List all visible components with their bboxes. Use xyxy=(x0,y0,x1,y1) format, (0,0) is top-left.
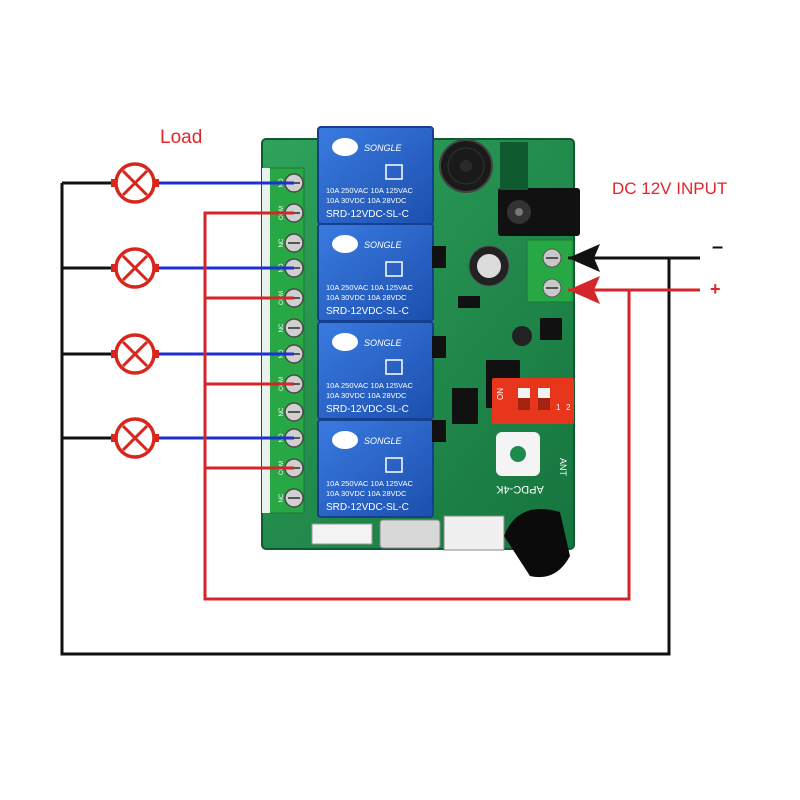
terminal-label: NC xyxy=(279,493,285,502)
buzzer xyxy=(439,139,493,193)
rf-module xyxy=(311,515,505,551)
board-model-label: APDC-4K xyxy=(496,483,544,495)
terminal-label: NC xyxy=(279,407,285,416)
relay-rating-2: 10A 30VDC 10A 28VDC xyxy=(326,489,407,498)
ul-mark-icon xyxy=(385,164,403,180)
load-lamps xyxy=(111,162,159,459)
lamp-3 xyxy=(111,333,159,375)
antenna-knob xyxy=(504,509,570,578)
relay-rating-1: 10A 250VAC 10A 125VAC xyxy=(326,283,413,292)
lamp-2 xyxy=(111,247,159,289)
minus-label: – xyxy=(712,236,724,258)
relay-brand: SONGLE xyxy=(364,338,403,348)
relay-rating-1: 10A 250VAC 10A 125VAC xyxy=(326,186,413,195)
red-arrow xyxy=(568,276,600,304)
dip-on-label: ON xyxy=(496,388,505,400)
dip-1-label: 1 xyxy=(556,403,561,412)
relay-logo-icon xyxy=(332,333,358,351)
lamp-1 xyxy=(111,162,159,204)
relay-logo-icon xyxy=(332,431,358,449)
plus-label: + xyxy=(710,279,721,299)
relay-model: SRD-12VDC-SL-C xyxy=(326,404,409,415)
relay-model: SRD-12VDC-SL-C xyxy=(326,209,409,220)
relay-brand: SONGLE xyxy=(364,436,403,446)
red-wire-bus xyxy=(203,211,631,601)
dip-2-label: 2 xyxy=(566,403,571,412)
dc-input-label: DC 12V INPUT xyxy=(612,179,728,198)
relay-rating-2: 10A 30VDC 10A 28VDC xyxy=(326,293,407,302)
black-wire-left-bus xyxy=(60,183,671,656)
relay-rating-1: 10A 250VAC 10A 125VAC xyxy=(326,479,413,488)
dip-switch: ON 1 2 xyxy=(492,378,574,424)
relay-brand: SONGLE xyxy=(364,143,403,153)
terminal-label: NC xyxy=(279,323,285,332)
relay-model: SRD-12VDC-SL-C xyxy=(326,502,409,513)
ul-mark-icon xyxy=(385,359,403,375)
capacitor xyxy=(468,245,510,287)
power-terminal xyxy=(526,239,574,303)
relay-rating-1: 10A 250VAC 10A 125VAC xyxy=(326,381,413,390)
relay-model: SRD-12VDC-SL-C xyxy=(326,306,409,317)
terminal-label: NC xyxy=(279,238,285,247)
relay-brand: SONGLE xyxy=(364,240,403,250)
dc-jack xyxy=(498,188,580,236)
relay-rating-2: 10A 30VDC 10A 28VDC xyxy=(326,196,407,205)
ul-mark-icon xyxy=(385,457,403,473)
terminal-label-strip xyxy=(262,168,270,513)
ul-mark-icon xyxy=(385,261,403,277)
antenna-area: ANT APDC-4K xyxy=(496,432,568,495)
relay-logo-icon xyxy=(332,138,358,156)
relay-rating-2: 10A 30VDC 10A 28VDC xyxy=(326,391,407,400)
load-label: Load xyxy=(160,127,203,148)
wiring xyxy=(60,181,700,656)
relay-logo-icon xyxy=(332,235,358,253)
lamp-4 xyxy=(111,417,159,459)
antenna-label: ANT xyxy=(558,458,568,477)
black-arrow xyxy=(568,244,600,272)
terminal-block xyxy=(267,167,305,514)
